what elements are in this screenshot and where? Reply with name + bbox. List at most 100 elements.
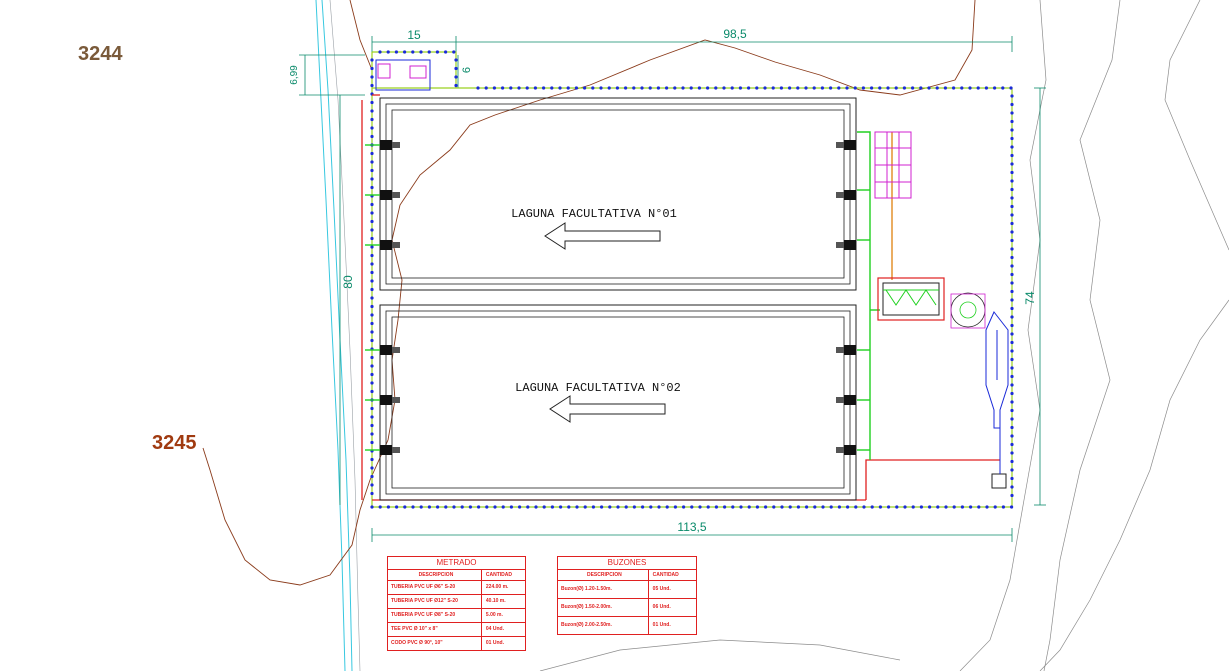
fence-post <box>878 86 882 90</box>
fence-post <box>559 505 563 509</box>
fence-post <box>1010 383 1014 387</box>
small-building <box>375 59 431 91</box>
fence-post <box>837 86 841 90</box>
contour-line <box>202 0 976 586</box>
fence-post <box>1010 272 1014 277</box>
fence-post <box>591 86 595 90</box>
fence-post <box>1010 374 1014 379</box>
fence-post <box>1010 459 1014 464</box>
fence-post <box>1010 442 1014 447</box>
fence-post <box>747 86 751 90</box>
fence-post <box>887 505 891 509</box>
structure-block <box>844 395 856 405</box>
fence-post <box>370 372 374 377</box>
fence-post <box>436 505 440 509</box>
structure-block <box>844 140 856 150</box>
fence-post <box>1010 451 1014 455</box>
fence-post <box>550 505 555 509</box>
fence-post <box>772 505 776 509</box>
fence-post <box>698 505 702 509</box>
fence-post <box>1010 323 1014 328</box>
fence-post <box>657 505 661 509</box>
table-row: Buzon(Ø) 1.20-1.50m. 05 Und. <box>558 581 696 599</box>
fence-post <box>411 50 415 54</box>
fence-post <box>411 505 415 509</box>
fence-post <box>731 505 735 509</box>
fence-post <box>509 505 513 509</box>
fence-post <box>829 86 833 90</box>
structure-block <box>844 445 856 455</box>
fence-post <box>689 86 693 90</box>
fence-post <box>370 296 374 300</box>
fence-post <box>862 505 866 509</box>
fence-post <box>517 86 521 90</box>
fence-post <box>1010 145 1014 149</box>
fence-post <box>370 219 374 224</box>
table-row: TUBERIA PVC UF Ø8" S-20 5.00 m. <box>388 609 525 623</box>
fence-post <box>460 505 464 509</box>
header-quantity: CANTIDAD <box>485 572 513 578</box>
fence-post <box>673 505 678 509</box>
fence-post <box>1010 281 1014 285</box>
fence-post <box>780 505 784 509</box>
fence-post <box>370 211 374 215</box>
fence-post <box>936 505 940 509</box>
fence-post <box>952 86 956 90</box>
buzones-header: DESCRIPCION CANTIDAD <box>558 570 696 581</box>
fence-post <box>370 313 374 317</box>
fence-post <box>1001 86 1005 90</box>
contour-line <box>349 0 373 71</box>
structure-block <box>836 192 844 198</box>
fence-post <box>370 415 374 419</box>
fence-post <box>960 86 964 90</box>
fence-post <box>468 505 472 509</box>
fence-post <box>656 86 661 90</box>
inlet-outlet-structures <box>380 140 856 455</box>
fence-post <box>837 505 842 509</box>
dimension-top-main: 98,5 <box>723 27 747 41</box>
dimension-bottom-width: 113,5 <box>677 520 706 534</box>
fence-post <box>788 86 792 90</box>
fence-post <box>452 505 456 509</box>
fence-post <box>370 287 374 292</box>
structure-block <box>380 445 392 455</box>
fence-post <box>665 86 669 90</box>
fence-post <box>1010 230 1014 234</box>
fence-post <box>454 58 458 62</box>
structure-block <box>836 347 844 353</box>
fence-post <box>1010 213 1014 217</box>
fence-post <box>1010 255 1014 260</box>
fence-post <box>1010 204 1014 209</box>
fence-post <box>763 86 767 90</box>
fence-post <box>1010 315 1014 319</box>
fence-post <box>370 168 374 173</box>
fence-post <box>853 86 857 90</box>
terrain-line <box>539 639 901 671</box>
fence-post <box>894 86 898 90</box>
fence-post <box>370 466 374 470</box>
fence-post <box>444 505 448 509</box>
fence-post <box>870 86 874 90</box>
fence-post <box>566 86 570 90</box>
fence-post <box>370 474 374 479</box>
fence-post <box>509 86 513 90</box>
fence-post <box>706 505 710 509</box>
fence-post <box>624 505 628 509</box>
fence-post <box>1010 332 1014 336</box>
fence-post <box>1010 153 1014 158</box>
fence-post <box>993 86 997 90</box>
fence-post <box>1010 238 1014 243</box>
structure-block <box>380 190 392 200</box>
fence-post <box>378 50 382 54</box>
fence-post <box>370 505 374 509</box>
fence-post <box>640 86 644 90</box>
fence-post <box>846 505 850 509</box>
fence-post <box>1010 128 1014 132</box>
table-row: TEE PVC Ø 10" x 8" 04 Und. <box>388 623 525 637</box>
fence-post <box>370 253 374 258</box>
fence-post <box>1010 289 1014 294</box>
fence-post <box>944 505 948 509</box>
fence-post <box>1010 162 1014 166</box>
fence-post <box>575 505 579 509</box>
fence-post <box>370 83 374 88</box>
